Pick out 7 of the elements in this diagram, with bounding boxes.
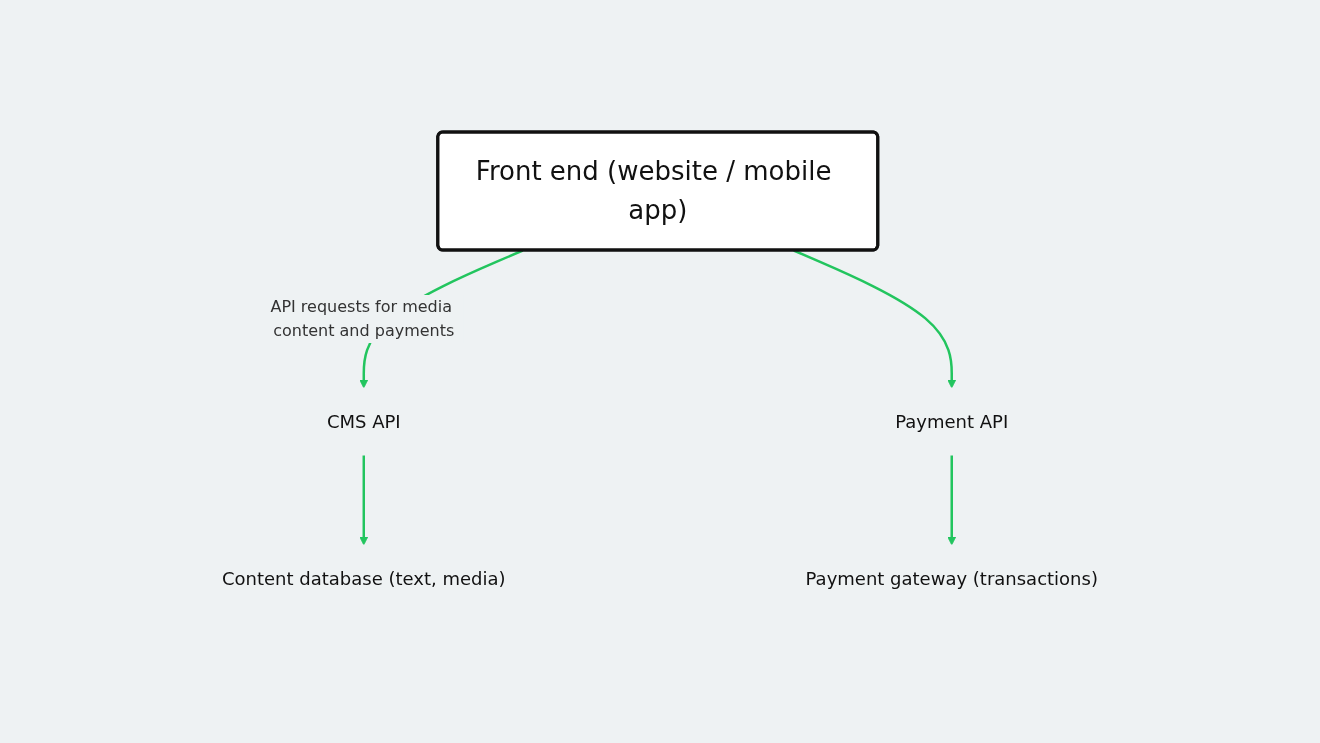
- node-text: Content database (text, media): [222, 567, 506, 589]
- node-text: Payment API: [895, 410, 1009, 432]
- node-text: Payment gateway (transactions): [805, 567, 1098, 589]
- edge-label: API requests for media content and payments: [270, 296, 455, 340]
- arrow: [947, 454, 957, 545]
- arrow: [359, 454, 369, 545]
- node-text: CMS API: [326, 410, 401, 432]
